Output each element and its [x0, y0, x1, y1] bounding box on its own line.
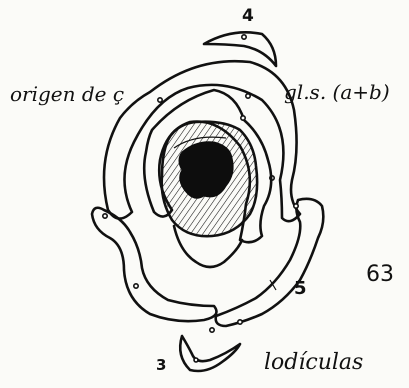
right-lobe-dot-b [238, 320, 242, 324]
label-glumes: gl.s. (a+b) [284, 82, 390, 102]
label-origin: origen de ç [10, 84, 124, 104]
lodicule-3-dot [194, 358, 198, 362]
number-3: 3 [156, 358, 166, 373]
number-5: 5 [294, 280, 307, 298]
inner-palea-dot [241, 116, 245, 120]
label-lodicules: lodículas [264, 352, 363, 374]
left-lobe-dot-a [103, 214, 107, 218]
number-4: 4 [242, 8, 254, 25]
bract-4-dot [242, 35, 246, 39]
lodicule-3 [180, 336, 240, 371]
right-lobe-dot-a [294, 204, 298, 208]
stalk-dot [210, 328, 214, 332]
left-lobe-dot-b [134, 284, 138, 288]
outer-glume-dot-a [158, 98, 162, 102]
outer-glume-dot-b [246, 94, 250, 98]
figure-number: 63 [366, 264, 394, 286]
